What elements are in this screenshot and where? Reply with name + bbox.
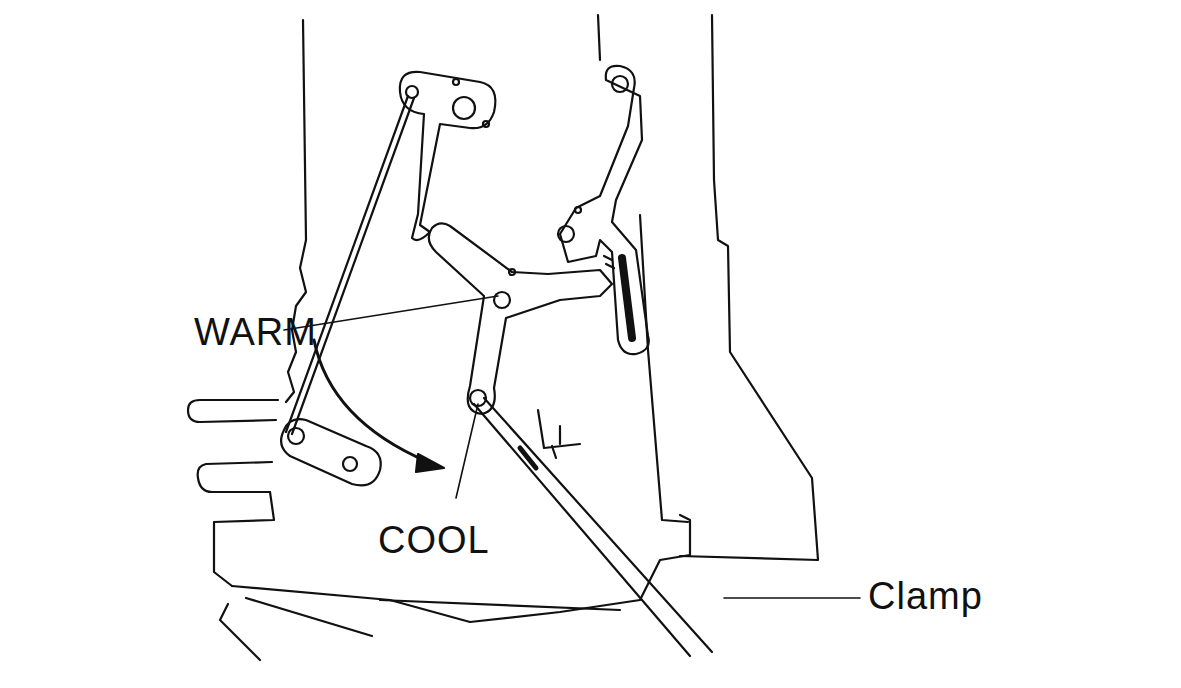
- base-flange: [380, 600, 620, 610]
- arrow-head: [416, 454, 444, 472]
- clamp-rod: [474, 404, 690, 656]
- pivot-hole: [509, 269, 515, 275]
- base-flange: [220, 604, 260, 660]
- link-rod: [292, 98, 414, 434]
- pivot-hole: [343, 457, 357, 471]
- housing-edge: [640, 215, 688, 522]
- housing-edge: [598, 15, 600, 60]
- clamp-rod: [484, 398, 712, 652]
- housing-edge: [214, 492, 274, 586]
- housing-tab: [188, 400, 278, 422]
- lower-lever: [281, 419, 381, 485]
- pivot-hole: [453, 97, 475, 119]
- upper-lever: [400, 72, 496, 240]
- position-label: COOL: [378, 520, 490, 562]
- housing-tab: [198, 462, 272, 492]
- leader-line: [724, 597, 860, 599]
- base-flange: [246, 598, 372, 636]
- base-flange: [232, 515, 690, 622]
- lever-slot: [604, 256, 614, 268]
- pivot-hole: [575, 207, 581, 213]
- pivot-hole: [453, 79, 459, 85]
- position-label: WARM: [194, 312, 317, 354]
- pivot-hole: [483, 121, 489, 127]
- clamp-rod: [520, 448, 536, 468]
- pivot-hole: [406, 86, 418, 98]
- pivot-hole: [558, 226, 574, 242]
- throttle-lever: [429, 223, 612, 414]
- pivot-hole: [288, 428, 304, 444]
- pivot-hole: [612, 76, 628, 92]
- position-line: [456, 404, 478, 498]
- rotation-arrow: [314, 340, 428, 462]
- part-label: Clamp: [868, 576, 983, 618]
- lever-slot: [622, 258, 632, 338]
- link-rod: [286, 96, 408, 432]
- housing-edge: [680, 15, 818, 560]
- bracket: [538, 410, 580, 458]
- pivot-hole: [494, 292, 510, 308]
- choke-lever: [560, 66, 649, 354]
